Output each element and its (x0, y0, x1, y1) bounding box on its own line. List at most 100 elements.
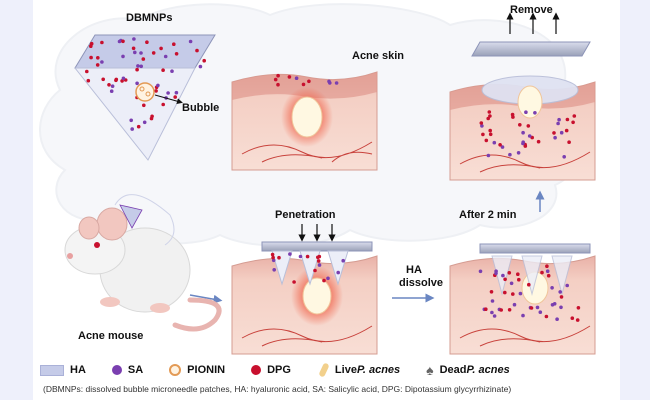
particle-dot (557, 117, 561, 122)
particle-dot (172, 42, 176, 46)
particle-dot (570, 316, 575, 320)
acne-mouse-illustration (64, 194, 222, 332)
particle-dot (559, 295, 564, 299)
particle-dot (492, 314, 497, 318)
particle-dot (478, 269, 483, 274)
particle-dot (202, 58, 206, 63)
label-penetration: Penetration (275, 209, 336, 221)
particle-dot (276, 82, 280, 87)
legend-label-live: Live (334, 364, 357, 376)
particle-dot (507, 271, 512, 275)
particle-dot (564, 128, 569, 133)
particle-dot (121, 54, 125, 59)
particle-dot (489, 290, 494, 294)
flow-arrow-1 (189, 294, 223, 304)
particle-dot (198, 64, 203, 69)
particle-dot (288, 252, 292, 256)
particle-dot (545, 269, 550, 273)
particle-dot (576, 306, 581, 310)
particle-dot (159, 46, 163, 51)
particle-dot (141, 57, 146, 61)
particle-dot (567, 140, 571, 144)
particle-dot (486, 153, 491, 158)
legend-item-dpg: DPG (251, 364, 291, 376)
particle-dot (142, 103, 146, 108)
particle-dot (518, 123, 522, 127)
legend-item-live: Live P. acnes (317, 362, 401, 378)
particle-dot (546, 273, 551, 278)
penetration-panel (231, 224, 378, 355)
particle-dot (484, 138, 489, 143)
particle-dot (521, 141, 525, 146)
label-dissolve: dissolve (399, 277, 444, 289)
particle-dot (322, 278, 326, 283)
particle-dot (317, 263, 322, 267)
particle-dot (121, 76, 126, 81)
particle-dot (494, 271, 498, 276)
legend-italic-live: P. acnes (356, 364, 401, 376)
particle-dot (575, 318, 580, 322)
particle-dot (163, 54, 168, 59)
particle-dot (136, 64, 140, 68)
legend-symbol-sa (111, 365, 122, 375)
particle-dot (559, 130, 564, 135)
particle-dot (555, 317, 559, 321)
particle-dot (486, 116, 490, 121)
label-acne-skin: Acne skin (352, 50, 404, 62)
particle-dot (292, 280, 296, 284)
legend-item-dead: ♠Dead P. acnes (426, 363, 510, 377)
particle-dot (131, 46, 136, 51)
particle-dot (500, 145, 505, 149)
particle-dot (85, 69, 89, 74)
particle-dot (527, 134, 532, 138)
acne-skin-block (231, 71, 378, 171)
particle-dot (89, 55, 93, 60)
legend-symbol-pionin (169, 364, 182, 376)
particle-dot (326, 276, 330, 281)
label-remove: Remove (510, 4, 553, 16)
particle-dot (498, 143, 502, 147)
particle-dot (481, 132, 485, 137)
legend-item-sa: SA (111, 364, 144, 376)
particle-dot (508, 152, 512, 157)
particle-dot (89, 44, 93, 48)
particle-dot (101, 77, 105, 82)
particle-dot (173, 95, 177, 99)
dbmnp-microneedle (73, 34, 216, 161)
particle-dot (121, 39, 125, 44)
particle-dot (132, 37, 136, 41)
particle-dot (109, 89, 114, 93)
particle-dot (95, 63, 100, 67)
particle-dot (110, 84, 115, 88)
legend-label-pionin: PIONIN (187, 364, 226, 376)
particle-dot (490, 310, 494, 315)
particle-dot (316, 255, 320, 260)
particle-dot (524, 110, 528, 114)
legend-label-dpg: DPG (267, 364, 291, 376)
label-after-2-min: After 2 min (459, 209, 517, 221)
particle-dot (552, 131, 556, 135)
particle-dot (130, 127, 134, 131)
particle-dot (174, 52, 179, 56)
legend-symbol-dpg (251, 365, 262, 375)
particle-dot (479, 121, 484, 125)
dissolve-panel (449, 243, 596, 355)
particle-dot (133, 50, 137, 55)
particle-dot (507, 308, 512, 312)
particle-dot (556, 121, 560, 126)
legend-item-pionin: PIONIN (169, 364, 225, 376)
particle-dot (571, 120, 575, 125)
particle-dot (307, 79, 311, 84)
particle-dot (521, 130, 525, 135)
particle-dot (540, 270, 544, 275)
particle-dot (135, 67, 139, 72)
particle-dot (559, 305, 563, 310)
particle-dot (553, 135, 557, 140)
particle-dot (273, 77, 278, 82)
label-bubble: Bubble (182, 102, 220, 114)
particle-dot (336, 270, 340, 275)
particle-dot (533, 111, 537, 115)
legend-label-sa: SA (127, 364, 144, 376)
